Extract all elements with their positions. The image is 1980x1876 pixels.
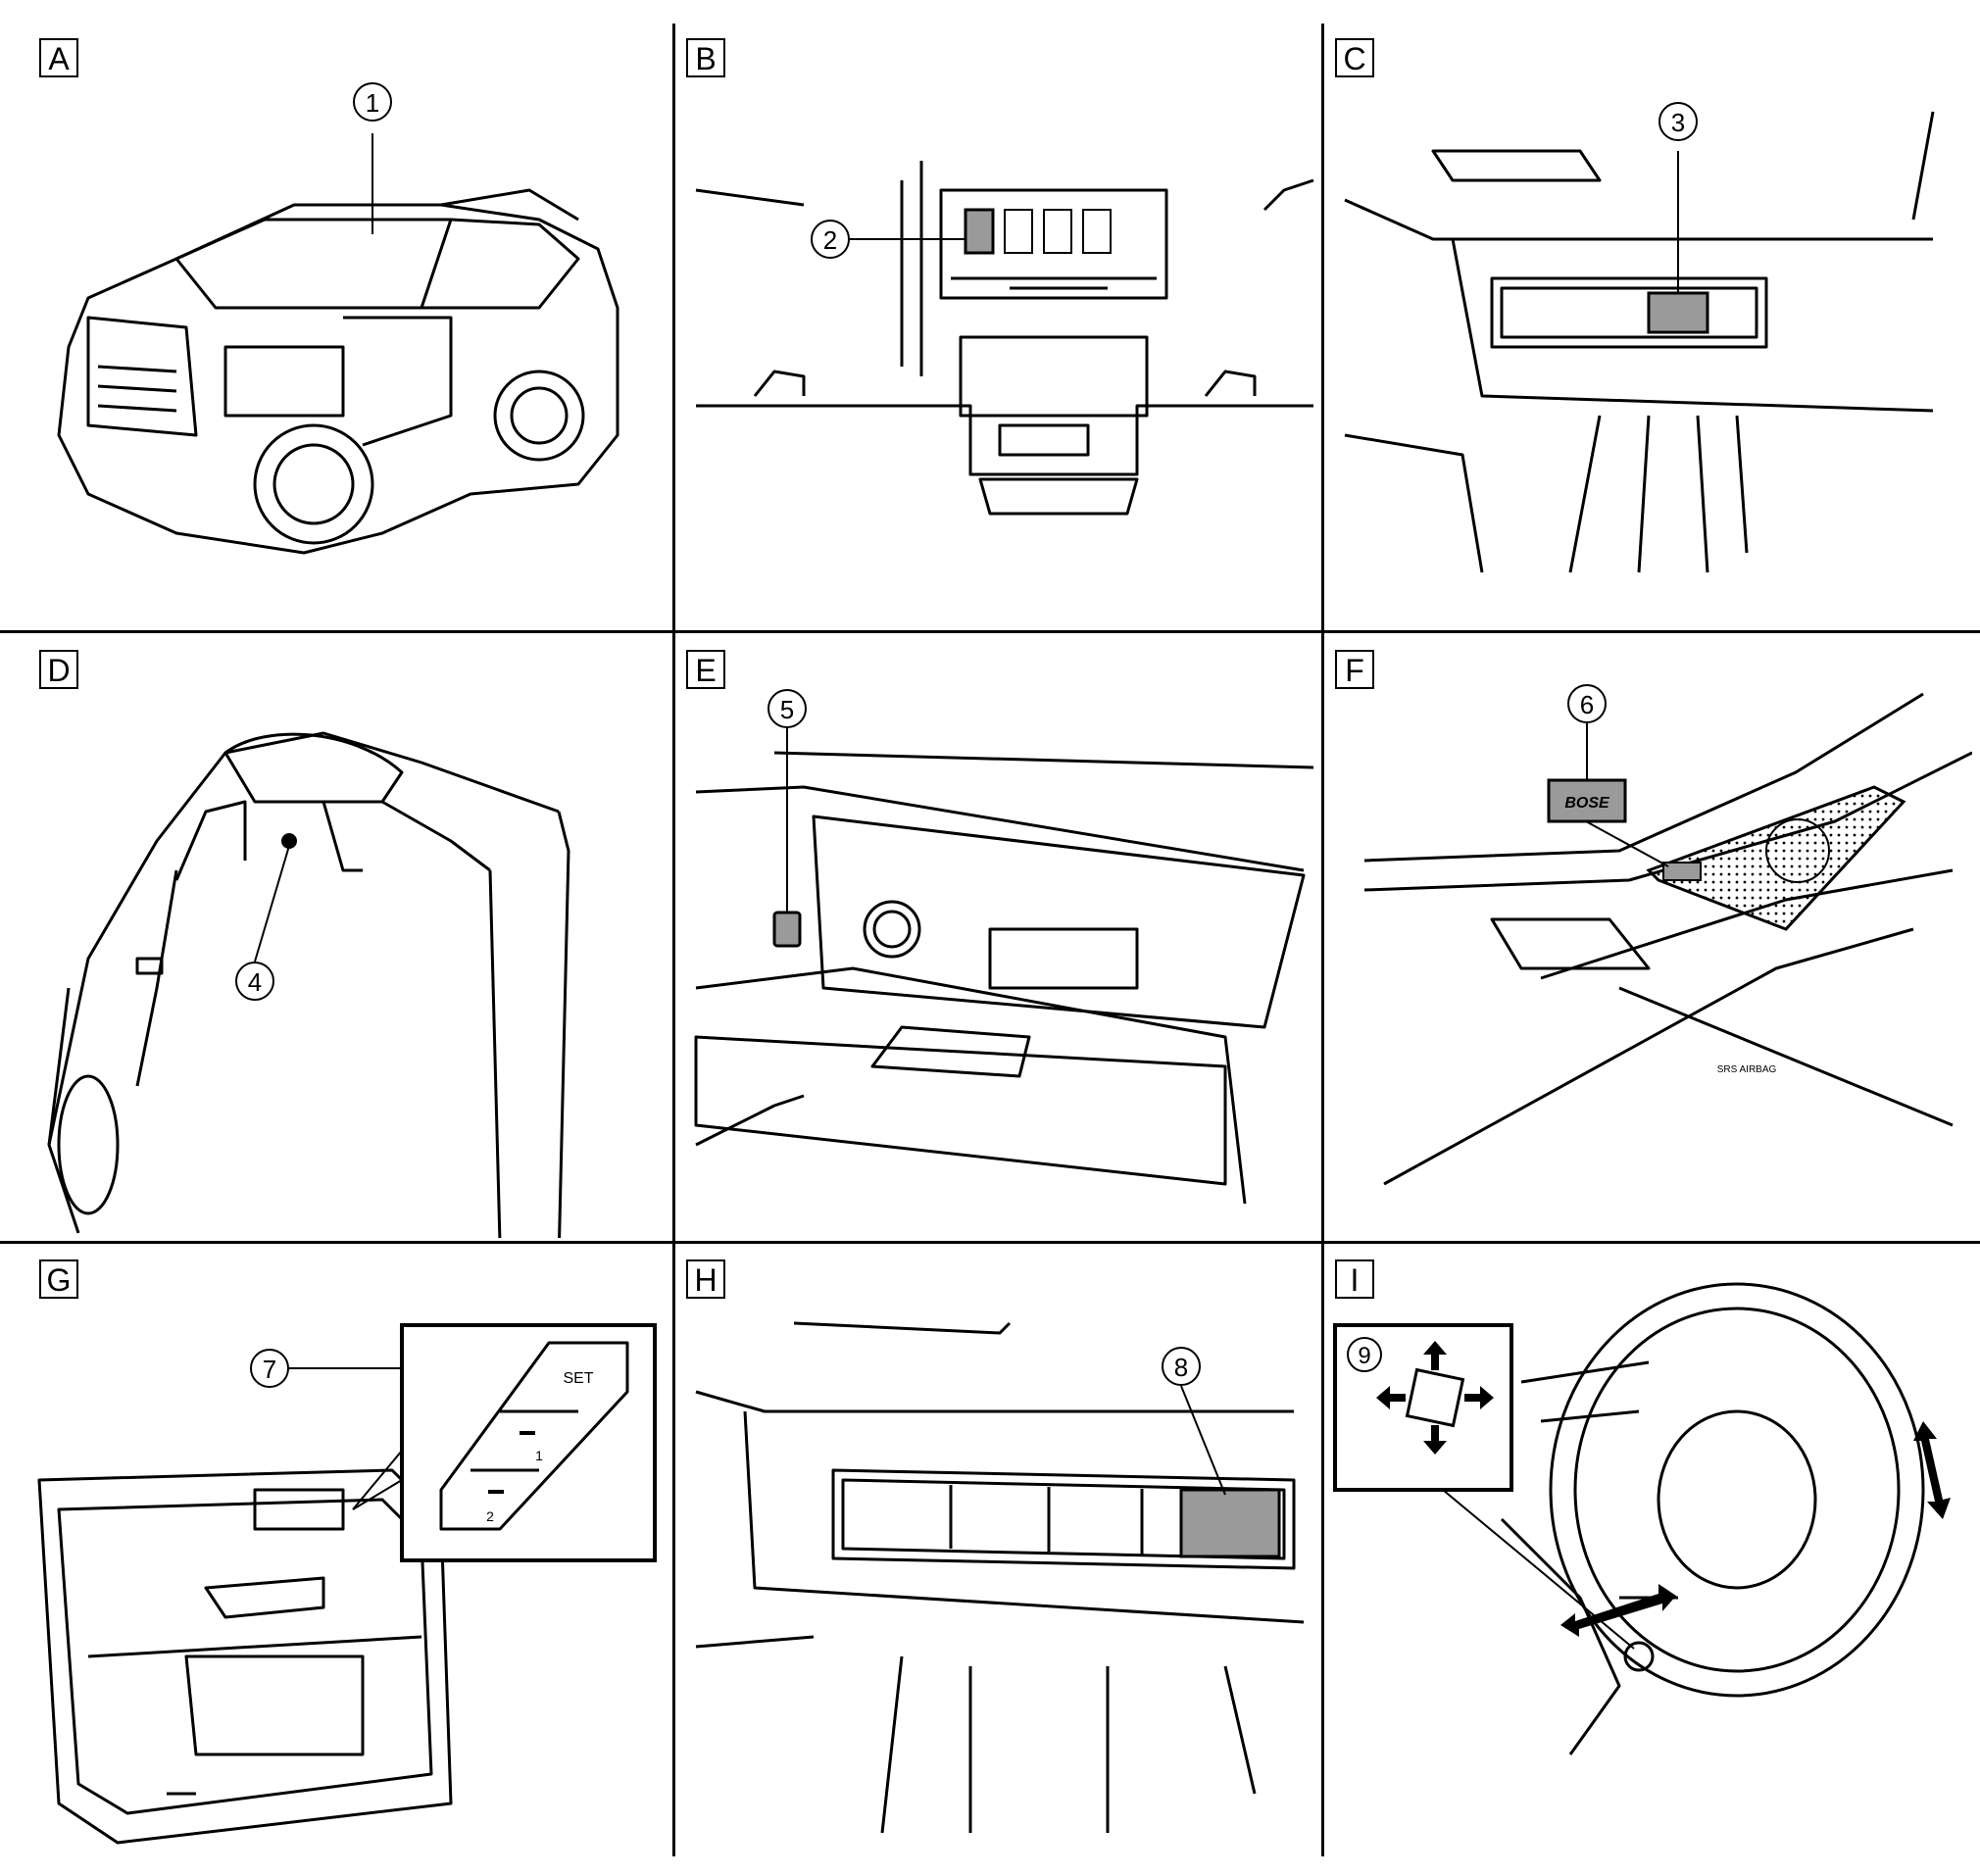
- adjust-knob: [1623, 1641, 1655, 1672]
- panel-label: B: [686, 38, 725, 77]
- side-mirror-illustration: 4: [47, 731, 570, 1238]
- panel-g: G 7 SET 1 2: [29, 1245, 667, 1856]
- panel-label: E: [686, 650, 725, 689]
- panel-label: G: [39, 1259, 78, 1299]
- panel-label: I: [1335, 1259, 1374, 1299]
- dash-speaker-illustration: BOSE 6 SRS AIRBAG: [1363, 684, 1972, 1186]
- steering-column-illustration: 9: [1333, 1282, 1951, 1755]
- panel-label: D: [39, 650, 78, 689]
- panel-label: C: [1335, 38, 1374, 77]
- overhead-console-illustration: 2: [695, 161, 1314, 516]
- highlighted-port: [772, 911, 802, 948]
- divider-horizontal-1: [0, 630, 1980, 633]
- center-console-illustration: 5: [694, 689, 1314, 1205]
- callout-leader: [1442, 1489, 1635, 1650]
- divider-horizontal-2: [0, 1241, 1980, 1244]
- lower-dash-switch-illustration: 3: [1344, 102, 1935, 573]
- callout-leader: [254, 845, 290, 963]
- memory-2-label: 2: [486, 1508, 494, 1524]
- callout-circle: [1658, 102, 1698, 141]
- callout-circle: [353, 82, 392, 122]
- camera-dot: [281, 833, 297, 849]
- callout-number-8: 8: [1174, 1353, 1188, 1382]
- highlighted-switch: [1647, 291, 1709, 334]
- divider-vertical-1: [672, 24, 675, 1856]
- callout-number-5: 5: [780, 695, 794, 724]
- panel-h: H 8: [676, 1245, 1318, 1856]
- panel-label: F: [1335, 650, 1374, 689]
- callout-number-1: 1: [366, 88, 379, 118]
- callout-number-9: 9: [1358, 1343, 1370, 1369]
- airbag-label: SRS AIRBAG: [1717, 1064, 1777, 1075]
- switch-row-closeup-illustration: 8: [695, 1321, 1305, 1834]
- panel-c: C 3: [1325, 24, 1972, 627]
- telescope-arrow: [1560, 1584, 1676, 1637]
- memory-1-label: 1: [535, 1448, 543, 1463]
- callout-number-3: 3: [1671, 108, 1685, 137]
- callout-number-4: 4: [248, 967, 262, 997]
- panel-b: B 2: [676, 24, 1318, 627]
- panel-f: F BOSE 6 SRS AIRBAG: [1325, 635, 1972, 1238]
- panel-i: I 9: [1325, 1245, 1972, 1856]
- divider-vertical-2: [1321, 24, 1324, 1856]
- panel-label: A: [39, 38, 78, 77]
- highlighted-switch: [1179, 1488, 1281, 1558]
- highlighted-emblem: [1662, 862, 1702, 881]
- callout-circle: [1162, 1347, 1201, 1386]
- callout-leader: [1180, 1385, 1226, 1496]
- suv-exterior-illustration: 1: [57, 82, 619, 555]
- tilt-arrow: [1913, 1421, 1951, 1519]
- bose-label: BOSE: [1564, 795, 1610, 812]
- callout-number-2: 2: [823, 225, 837, 255]
- set-button-label: SET: [563, 1370, 593, 1387]
- inset-box: [400, 1323, 657, 1562]
- panel-e: E 5: [676, 635, 1318, 1238]
- bose-badge: [1547, 778, 1627, 823]
- callout-circle: [1567, 684, 1607, 723]
- speaker-grille: [1646, 785, 1906, 931]
- panel-d: D 4: [29, 635, 667, 1238]
- highlighted-switch: [964, 208, 995, 255]
- door-memory-switch-illustration: 7 SET 1 2: [37, 1323, 657, 1845]
- panel-label: H: [686, 1259, 725, 1299]
- callout-circle: [235, 962, 274, 1001]
- callout-circle: [811, 220, 850, 259]
- callout-circle: [767, 689, 807, 728]
- callout-circle: [250, 1349, 289, 1388]
- callout-number-6: 6: [1580, 690, 1594, 719]
- panel-a: A 1: [29, 24, 667, 627]
- callout-leader: [1585, 820, 1669, 867]
- callout-number-7: 7: [263, 1355, 276, 1384]
- callout-circle: [1347, 1337, 1382, 1372]
